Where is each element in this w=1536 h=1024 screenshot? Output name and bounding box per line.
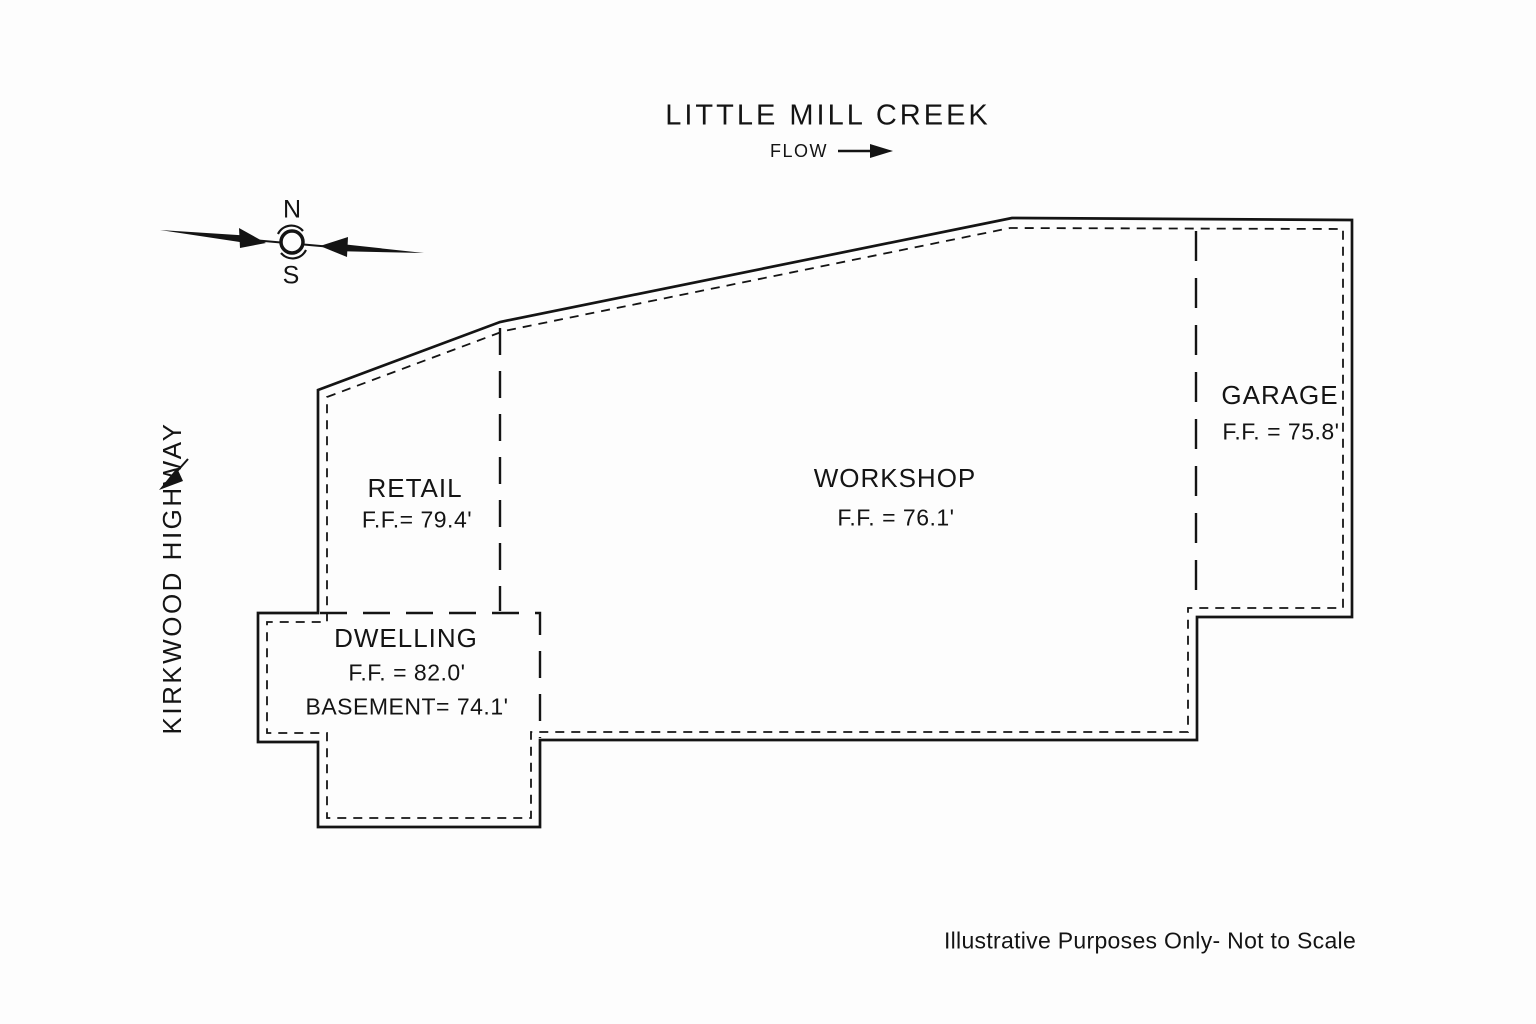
room-label-garage: GARAGE <box>1221 380 1339 410</box>
building-outer-outline <box>256 216 1354 829</box>
building-inner-dashed-outline <box>266 227 1344 819</box>
compass-icon <box>160 224 424 260</box>
flow-label: FLOW <box>770 141 828 161</box>
workshop-elevation-label: F.F. = 76.1' <box>837 504 955 531</box>
highway-name-label: KIRKWOOD HIGHWAY <box>157 421 187 735</box>
dwelling-partition-line <box>320 611 542 738</box>
room-label-retail: RETAIL <box>367 473 463 503</box>
garage-elevation-label: F.F. = 75.8' <box>1222 418 1340 445</box>
disclaimer-note: Illustrative Purposes Only- Not to Scale <box>943 927 1357 954</box>
compass-south-label: S <box>282 261 300 290</box>
dwelling-elevation-label: F.F. = 82.0' <box>348 659 466 686</box>
highway-direction-arrow-icon <box>159 458 189 490</box>
room-label-workshop: WORKSHOP <box>813 463 977 493</box>
room-label-dwelling: DWELLING <box>334 623 478 653</box>
compass-north-label: N <box>282 195 302 224</box>
flow-arrow-icon <box>838 144 893 158</box>
creek-name-label: LITTLE MILL CREEK <box>665 99 991 132</box>
retail-elevation-label: F.F.= 79.4' <box>361 506 473 533</box>
dwelling-basement-elevation-label: BASEMENT= 74.1' <box>305 693 509 720</box>
